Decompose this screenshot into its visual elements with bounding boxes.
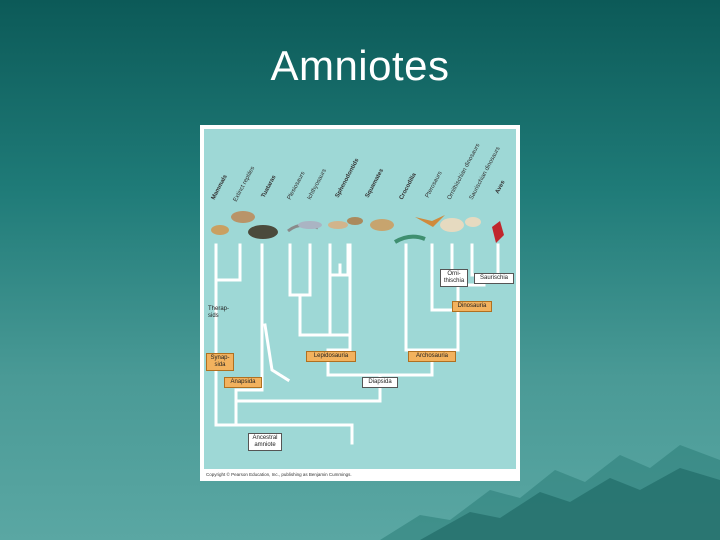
mountain-decoration [380,445,720,540]
extinct-reptile-illustration [231,211,255,223]
ornithischian-illustration [440,218,464,232]
slide-title: Amniotes [270,42,450,89]
clade-label-saurischia: Saurischia [474,273,514,284]
copyright-notice: Copyright © Pearson Education, Inc., pub… [206,472,352,477]
mammal-illustration [211,225,229,235]
clade-label-anapsida: Anapsida [224,377,262,388]
saurischian-illustration [465,217,481,227]
sphenodontid-illustration [328,221,348,229]
crocodile-illustration [393,234,426,244]
phylogeny-tree [204,129,516,469]
clade-label-diapsida: Diapsida [362,377,398,388]
squamate-illustration [347,217,363,225]
clade-label-lepidosauria: Lepidosauria [306,351,356,362]
clade-label-ornithischia: Orni- thischia [440,269,468,287]
clade-label-therapsids: Therap- sids [208,306,230,319]
amniote-phylogeny-figure: Mammals Extinct reptiles Tuataras Plesio… [200,125,520,481]
clade-label-dinosauria: Dinosauria [452,301,492,312]
animal-illustrations [211,211,504,244]
ichthyosaur-illustration [298,221,322,229]
bird-illustration [492,221,504,243]
tuatara-illustration [370,219,394,231]
clade-label-synapsida: Synap- sida [206,353,234,371]
tree-panel [204,129,516,469]
turtle-illustration [248,225,278,239]
clade-label-ancestral-amniote: Ancestral amniote [248,433,282,451]
clade-label-archosauria: Archosauria [408,351,456,362]
pterosaur-illustration [415,215,445,227]
